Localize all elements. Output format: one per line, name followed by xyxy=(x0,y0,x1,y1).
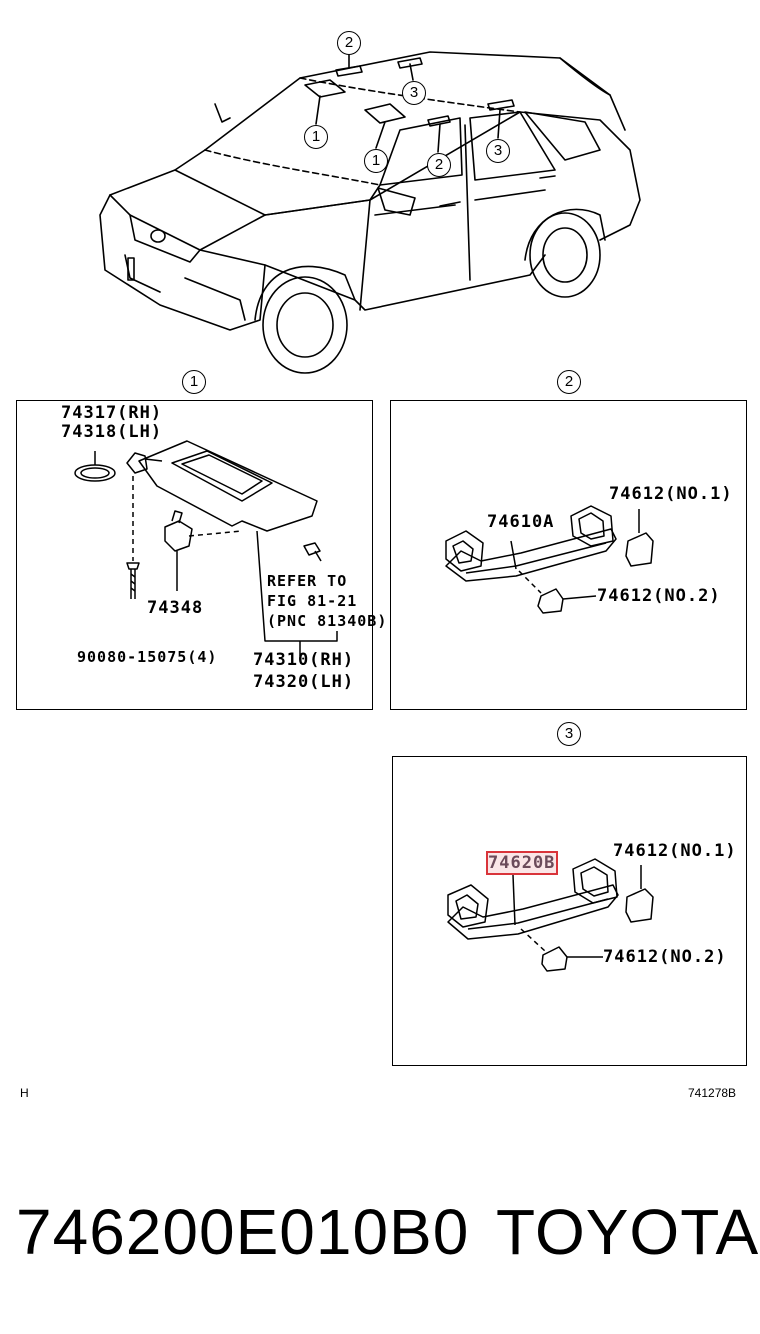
panel-3-badge: 3 xyxy=(557,722,581,746)
label-74317-rh: 74317(RH) xyxy=(61,403,163,423)
note-refer-to: REFER TO xyxy=(267,572,348,590)
sun-visor-drawing xyxy=(74,440,338,656)
label-74620b: 74620B xyxy=(488,853,556,873)
part-number: 746200E010B0 xyxy=(16,1196,470,1268)
assist-grip-a-drawing xyxy=(445,505,654,614)
note-fig: FIG 81-21 xyxy=(267,592,358,610)
figure-code: 741278B xyxy=(688,1086,737,1100)
callout-1-left: 1 xyxy=(304,125,328,149)
label-74348: 74348 xyxy=(147,598,204,618)
label-74320-lh: 74320(LH) xyxy=(253,672,355,692)
panel-1-badge: 1 xyxy=(182,370,206,394)
label-74318-lh: 74318(LH) xyxy=(61,422,163,442)
panel-1-sun-visor: 74317(RH) 74318(LH) 74348 REFER TO FIG 8… xyxy=(16,400,386,710)
callout-2-side: 2 xyxy=(427,153,451,177)
brand-name: TOYOTA xyxy=(496,1196,760,1268)
panel-2-assist-grip: 74610A 74612(NO.1) 74612(NO.2) xyxy=(390,400,747,710)
highlight-74620b xyxy=(486,851,558,875)
callout-2-top: 2 xyxy=(337,31,361,55)
footer-left-code: H xyxy=(20,1086,29,1100)
vehicle-drawing xyxy=(99,51,641,374)
assist-grip-b-drawing xyxy=(447,858,654,972)
note-pnc: (PNC 81340B) xyxy=(267,612,388,630)
callout-3-top: 3 xyxy=(402,81,426,105)
label-74612-no2: 74612(NO.2) xyxy=(597,586,721,606)
label-74310-rh: 74310(RH) xyxy=(253,650,355,670)
panel-3-assist-grip: 74620B 74612(NO.1) 74612(NO.2) xyxy=(392,756,747,1066)
label-74612-no1: 74612(NO.1) xyxy=(613,841,737,861)
callout-1-right: 1 xyxy=(364,149,388,173)
label-74612-no1: 74612(NO.1) xyxy=(609,484,733,504)
label-74610a: 74610A xyxy=(487,512,555,532)
label-74612-no2: 74612(NO.2) xyxy=(603,947,727,967)
panel-2-badge: 2 xyxy=(557,370,581,394)
callout-3-side: 3 xyxy=(486,139,510,163)
label-90080-15075: 90080-15075(4) xyxy=(77,648,218,666)
